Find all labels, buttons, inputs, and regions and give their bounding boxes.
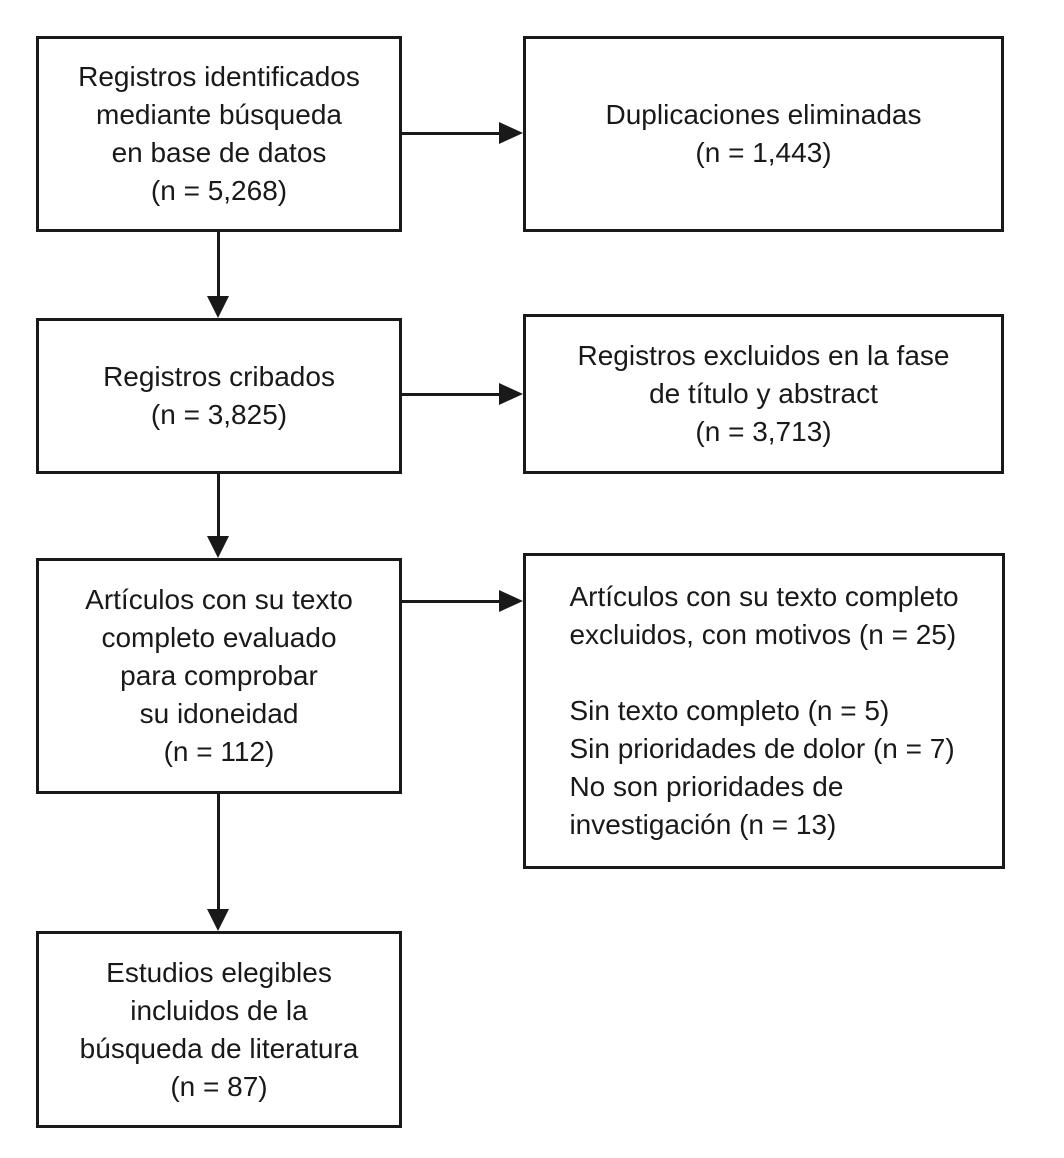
arrow-head-right-icon xyxy=(499,122,523,144)
box-fulltext-excluded-text: Artículos con su texto completo excluido… xyxy=(569,581,959,840)
arrow-line xyxy=(217,232,220,298)
arrow-line xyxy=(217,794,220,911)
box-studies-included-text: Estudios elegibles incluidos de la búsqu… xyxy=(79,956,359,1102)
arrow-line xyxy=(402,600,503,603)
box-records-identified: Registros identificados mediante búsqued… xyxy=(36,36,402,232)
arrow-line xyxy=(402,132,503,135)
box-records-screened-text: Registros cribados (n = 3,825) xyxy=(103,361,335,430)
arrow-line xyxy=(402,393,503,396)
box-duplicates-removed-text: Duplicaciones eliminadas (n = 1,443) xyxy=(605,99,922,168)
arrow-line xyxy=(217,474,220,538)
box-records-screened: Registros cribados (n = 3,825) xyxy=(36,318,402,474)
arrow-head-down-icon xyxy=(207,909,229,931)
arrow-head-right-icon xyxy=(499,590,523,612)
box-fulltext-assessed-text: Artículos con su texto completo evaluado… xyxy=(85,584,353,767)
arrow-head-right-icon xyxy=(499,383,523,405)
box-records-excluded-title-abstract: Registros excluidos en la fase de título… xyxy=(523,314,1004,474)
box-fulltext-assessed: Artículos con su texto completo evaluado… xyxy=(36,558,402,794)
box-studies-included: Estudios elegibles incluidos de la búsqu… xyxy=(36,931,402,1128)
box-duplicates-removed: Duplicaciones eliminadas (n = 1,443) xyxy=(523,36,1004,232)
box-fulltext-excluded: Artículos con su texto completo excluido… xyxy=(523,553,1005,869)
box-records-identified-text: Registros identificados mediante búsqued… xyxy=(78,61,360,206)
arrow-head-down-icon xyxy=(207,296,229,318)
arrow-head-down-icon xyxy=(207,536,229,558)
box-records-excluded-title-abstract-text: Registros excluidos en la fase de título… xyxy=(577,340,950,447)
